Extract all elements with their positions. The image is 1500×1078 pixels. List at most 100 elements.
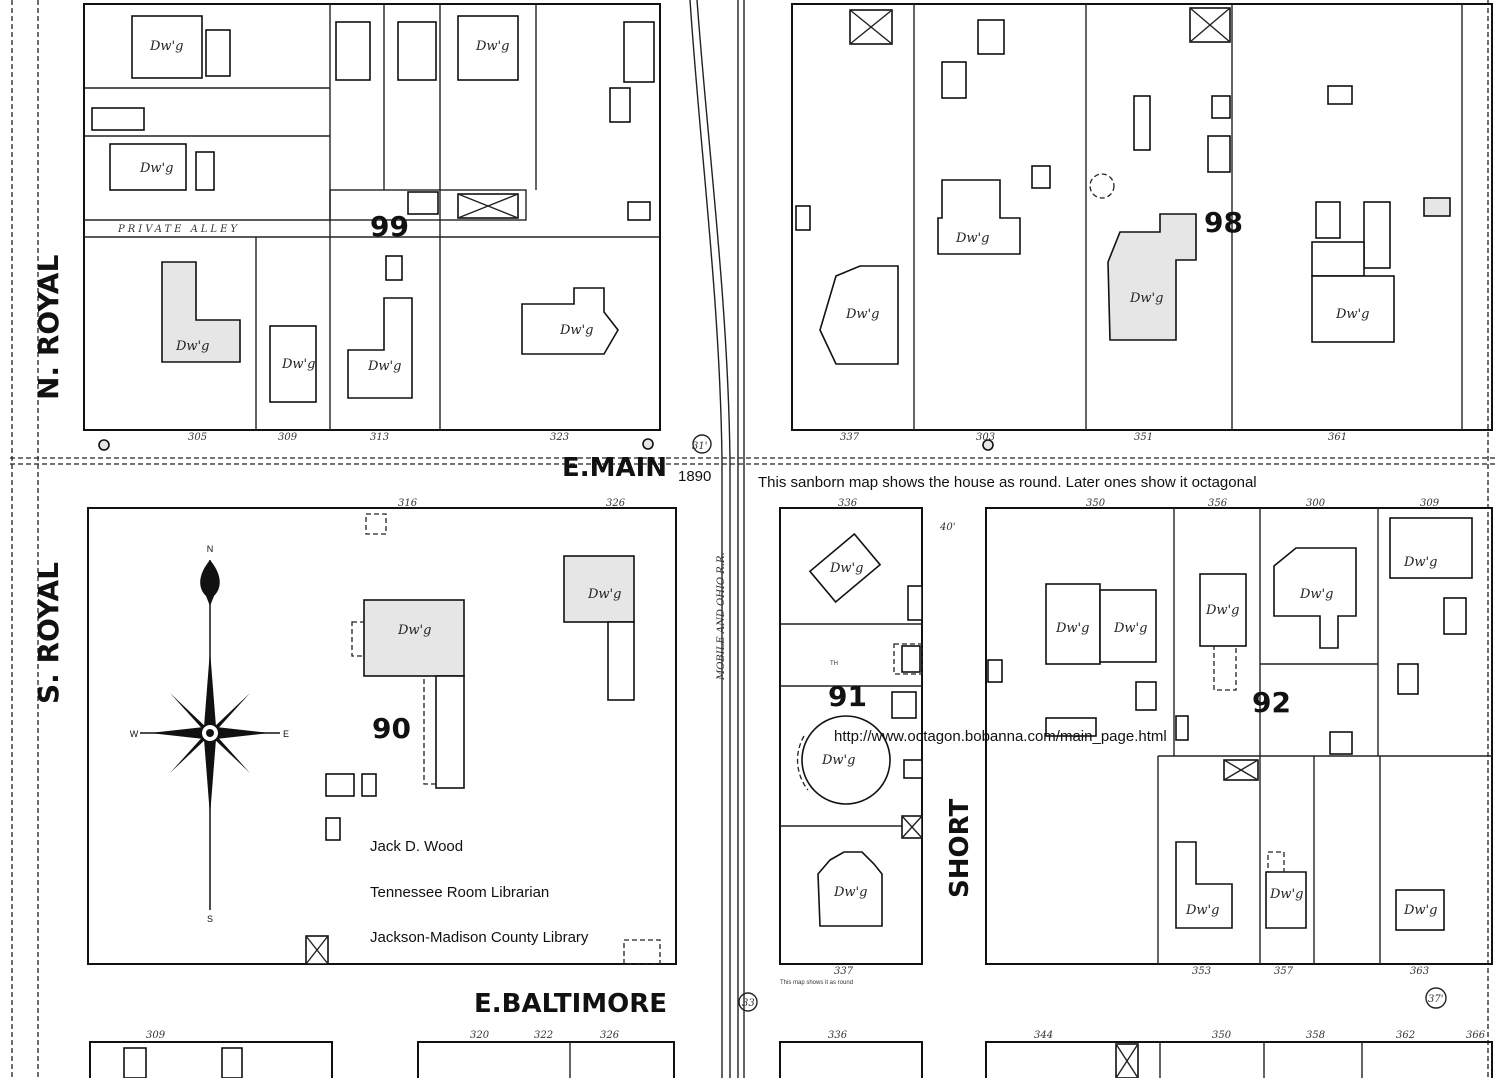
dwelling-label: Dw'g xyxy=(1129,291,1163,306)
dwelling xyxy=(1395,889,1445,931)
railroad-label: MOBILE AND OHIO R.R. xyxy=(716,552,727,681)
private-alley-label: PRIVATE ALLEY xyxy=(117,224,240,235)
dwelling xyxy=(563,555,635,623)
dwelling-label: Dw'g xyxy=(845,307,879,322)
dwelling-label: Dw'g xyxy=(1269,887,1303,902)
compass-rose: N S E W xyxy=(130,544,289,924)
street-width-mark: 37' xyxy=(1428,994,1443,1005)
block-number-98: 98 xyxy=(1204,206,1243,239)
dwelling xyxy=(1107,213,1197,341)
dwelling-label: Dw'g xyxy=(1113,621,1147,636)
address-number: 361 xyxy=(1328,432,1347,443)
street-label-e-baltimore: E.BALTIMORE xyxy=(474,989,667,1019)
dwelling-label: Dw'g xyxy=(955,231,989,246)
address-number: 344 xyxy=(1034,1030,1053,1041)
address-number: 303 xyxy=(976,432,995,443)
block-92 xyxy=(985,507,1493,965)
map-caption: This sanborn map shows the house as roun… xyxy=(758,474,1257,491)
dwelling xyxy=(1265,871,1307,929)
dwelling xyxy=(1273,547,1357,649)
dwelling xyxy=(1311,275,1395,343)
dwelling-label: Dw'g xyxy=(1299,587,1333,602)
street-width-mark: 33 xyxy=(742,998,755,1009)
address-number: 356 xyxy=(1208,498,1228,509)
dwelling-label: Dw'g xyxy=(1055,621,1089,636)
dwelling-label: Dw'g xyxy=(397,623,431,638)
dwelling-label: Dw'g xyxy=(367,359,401,374)
dwelling-label: Dw'g xyxy=(587,587,621,602)
address-number: 323 xyxy=(550,432,569,443)
address-number: 366 xyxy=(1466,1030,1486,1041)
dwelling xyxy=(1199,573,1247,647)
address-number: 300 xyxy=(1306,498,1326,509)
street-label-short: SHORT xyxy=(945,799,975,898)
block-99 xyxy=(83,3,661,431)
address-number: 305 xyxy=(188,432,207,443)
address-number: 350 xyxy=(1086,498,1106,509)
address-number: 309 xyxy=(1420,498,1440,509)
address-number: 326 xyxy=(606,498,626,509)
address-number: 337 xyxy=(840,432,860,443)
block-number-99: 99 xyxy=(370,210,409,243)
dwelling xyxy=(817,851,883,927)
street-label-s-royal: S. ROYAL xyxy=(32,562,65,704)
address-number: 337 xyxy=(834,966,854,977)
compass-west-label: W xyxy=(130,729,139,739)
dwelling-label: Dw'g xyxy=(1403,555,1437,570)
address-number: 350 xyxy=(1212,1030,1232,1041)
block-98 xyxy=(791,3,1493,431)
credit-title: Tennessee Room Librarian xyxy=(370,884,550,901)
address-number: 357 xyxy=(1274,966,1294,977)
dwelling-label: Dw'g xyxy=(1205,603,1239,618)
address-number: 316 xyxy=(398,498,418,509)
dwelling xyxy=(131,15,203,79)
dwelling xyxy=(1389,517,1473,579)
dwelling-label: Dw'g xyxy=(175,339,209,354)
address-number: 326 xyxy=(600,1030,620,1041)
compass-north-label: N xyxy=(207,544,214,554)
dwelling xyxy=(363,599,465,677)
octagon-url-link[interactable]: http://www.octagon.bobanna.com/main_page… xyxy=(834,728,1167,745)
dwelling-label: Dw'g xyxy=(1403,903,1437,918)
address-number: 320 xyxy=(470,1030,490,1041)
address-number: 313 xyxy=(370,432,389,443)
small-marker: TH xyxy=(830,661,838,667)
railroad-line xyxy=(689,0,723,1078)
dwelling-label: Dw'g xyxy=(559,323,593,338)
dwelling-label: Dw'g xyxy=(139,161,173,176)
dwelling xyxy=(521,287,619,355)
address-number: 336 xyxy=(838,498,858,509)
dwelling-label: Dw'g xyxy=(475,39,509,54)
dwelling-label: Dw'g xyxy=(281,357,315,372)
dwelling-label: Dw'g xyxy=(821,753,855,768)
dwelling xyxy=(1099,589,1157,663)
dwelling xyxy=(1045,583,1101,665)
dwelling xyxy=(109,143,187,191)
dwelling-label: Dw'g xyxy=(1185,903,1219,918)
address-number: 309 xyxy=(278,432,298,443)
dwelling xyxy=(457,15,519,81)
dwelling-label: Dw'g xyxy=(833,885,867,900)
address-number: 351 xyxy=(1134,432,1153,443)
block-90 xyxy=(87,507,677,965)
dwelling xyxy=(347,297,413,399)
round-house xyxy=(801,715,891,805)
credit-library: Jackson-Madison County Library xyxy=(370,929,589,946)
dwelling xyxy=(1175,841,1233,929)
dwelling-label: Dw'g xyxy=(1335,307,1369,322)
address-number: 336 xyxy=(828,1030,848,1041)
street-width-mark: 31' xyxy=(692,441,707,452)
block-number-92: 92 xyxy=(1252,686,1291,719)
small-round-note: This map shows it as round xyxy=(780,980,853,986)
street-label-e-main: E.MAIN xyxy=(562,453,667,483)
block-south-2 xyxy=(417,1041,675,1078)
dwelling xyxy=(161,261,241,363)
credit-name: Jack D. Wood xyxy=(370,838,464,855)
address-number: 353 xyxy=(1192,966,1211,977)
block-south-1 xyxy=(89,1041,333,1078)
dwelling xyxy=(937,179,1021,255)
block-south-4 xyxy=(985,1041,1493,1078)
address-number: 363 xyxy=(1410,966,1429,977)
street-label-n-royal: N. ROYAL xyxy=(32,255,65,400)
